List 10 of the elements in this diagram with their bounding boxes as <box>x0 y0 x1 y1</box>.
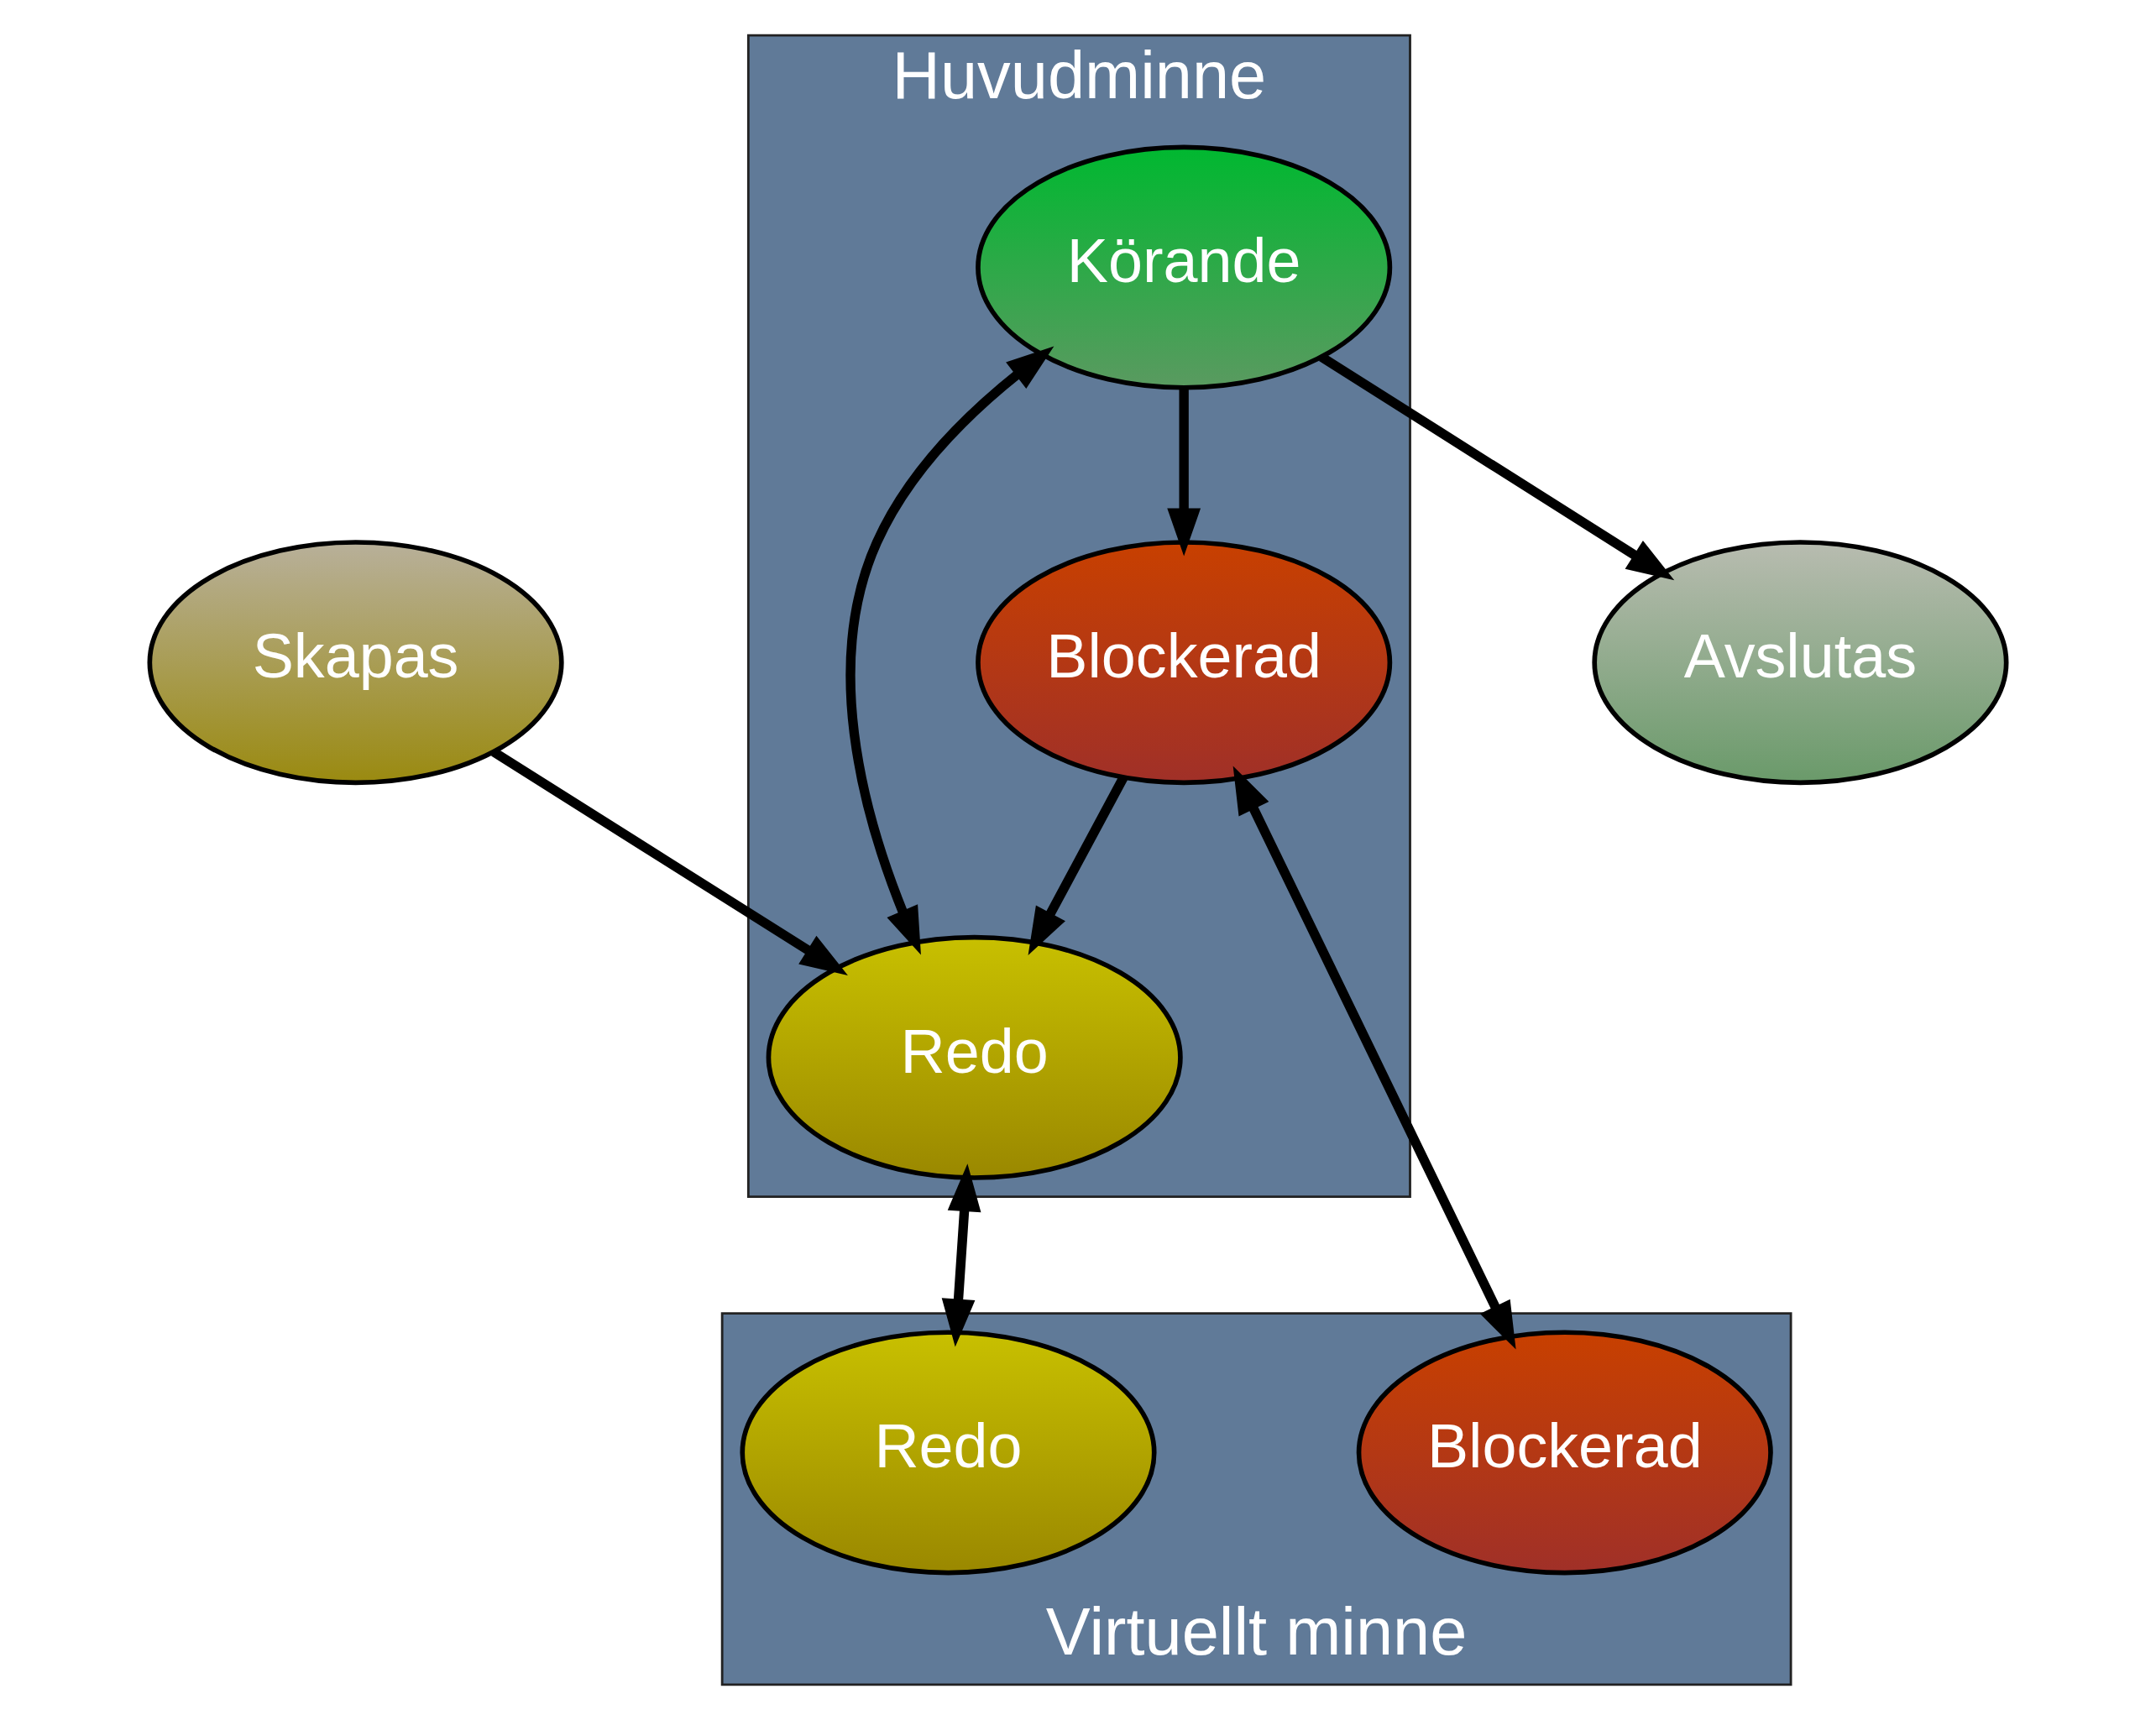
arrow <box>491 748 848 975</box>
node-ellipse: Blockerad <box>976 540 1393 786</box>
arrow <box>1319 353 1675 581</box>
node-ellipse: Blockerad <box>1356 1330 1773 1576</box>
arrow <box>941 1163 981 1347</box>
arrow <box>1167 388 1201 557</box>
arrow <box>845 346 1054 955</box>
node-ellipse: Redo <box>740 1330 1157 1576</box>
arrow <box>1232 766 1516 1350</box>
node-ellipse: Skapas <box>147 540 564 786</box>
